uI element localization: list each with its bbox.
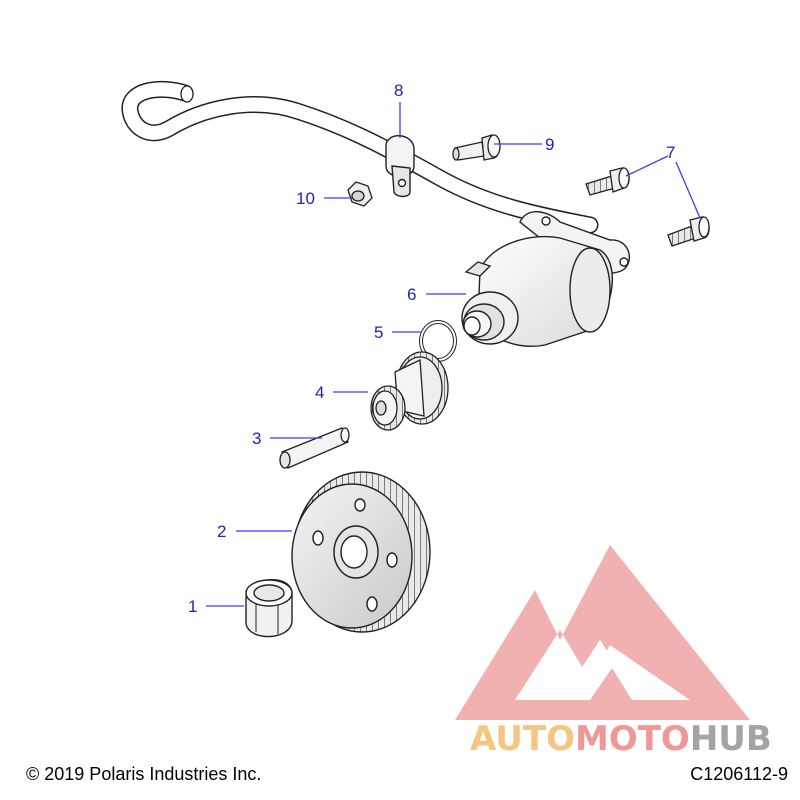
leader-line-7b [675, 161, 701, 219]
callout-1: 1 [188, 597, 197, 616]
hose-clamp [385, 135, 415, 198]
copyright-text: © 2019 Polaris Industries Inc. [26, 764, 262, 784]
logo-text-auto: AUTO [470, 719, 575, 759]
figure-code: C1206112-9 [690, 764, 788, 784]
callout-6: 6 [407, 285, 416, 304]
bolt-7-lower [667, 216, 710, 247]
callout-numbers: 1 2 3 4 5 6 7 8 9 10 [188, 81, 675, 616]
leader-lines [206, 102, 701, 607]
flange-bolt-9 [452, 134, 501, 161]
callout-5: 5 [374, 323, 383, 342]
callout-2: 2 [217, 522, 226, 541]
callout-4: 4 [315, 383, 324, 402]
idler-gear [370, 351, 449, 431]
callout-8: 8 [394, 81, 403, 100]
starter-motor [461, 211, 631, 347]
nut-10 [347, 181, 373, 207]
starter-driven-gear [291, 471, 431, 633]
bolt-7-upper [585, 167, 630, 196]
callout-9: 9 [545, 135, 554, 154]
callout-7: 7 [666, 143, 675, 162]
callout-10: 10 [296, 189, 315, 208]
one-way-clutch [245, 579, 293, 638]
gear-shaft [279, 427, 350, 469]
callout-3: 3 [252, 429, 261, 448]
svg-text:AUTOMOTOHUB: AUTOMOTOHUB [470, 719, 772, 759]
breather-hose [121, 80, 599, 234]
logo-text-hub: HUB [690, 719, 772, 759]
logo-text-moto: MOTO [575, 719, 690, 759]
leader-line-7a [625, 155, 669, 177]
logo-mark-icon [455, 545, 750, 720]
watermark-logo: AUTOMOTOHUB [455, 545, 772, 759]
